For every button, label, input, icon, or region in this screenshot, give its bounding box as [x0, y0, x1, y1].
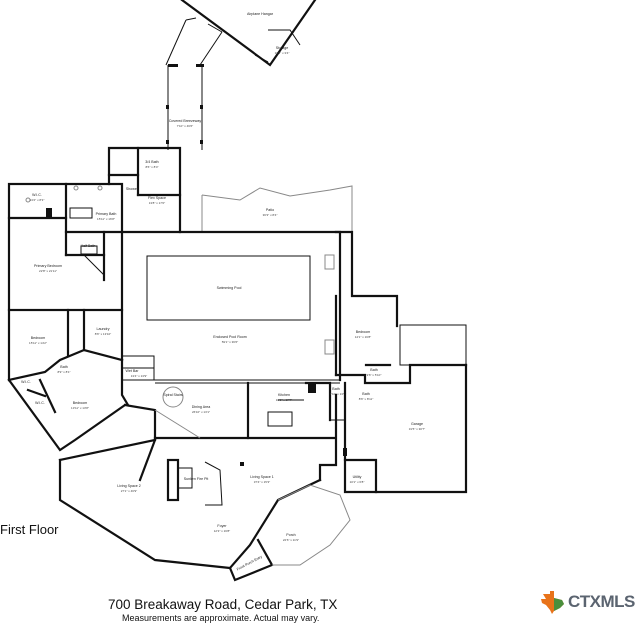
left-bedrooms-walls — [7, 308, 155, 452]
shower-label: Shower — [126, 187, 139, 191]
utility-label: Utility — [353, 475, 362, 479]
bedroom-left-dim: 15'11" x 14'2" — [29, 341, 47, 345]
bedroom-left2-dim: 13'11" x 13'8" — [71, 406, 89, 410]
laundry-dim: 8'6" x 13'10" — [95, 332, 111, 336]
address: 700 Breakaway Road, Cedar Park, TX — [108, 597, 338, 612]
bath-right2-dim: 8'6" x 8'11" — [359, 397, 374, 401]
swimming-pool-label: Swimming Pool — [217, 286, 242, 290]
flex-space-dim: 13'8" x 17'0" — [149, 201, 165, 205]
bath-right2-label: Bath — [362, 392, 369, 396]
storage-label: Storage — [276, 46, 289, 50]
wic-top-label: W.I.C. — [32, 193, 42, 197]
disclaimer: Measurements are approximate. Actual may… — [122, 613, 320, 623]
covered-breezeway-outline — [165, 17, 223, 150]
texas-map-icon — [541, 591, 564, 614]
patio-outline — [201, 185, 353, 232]
covered-breezeway-dim: 7'10" x 46'6" — [177, 124, 193, 128]
bath-small-label: 3/4 Bath — [145, 160, 158, 164]
spiral-stairs-label: Spiral Stairs — [163, 393, 183, 397]
bath-small-dim: 8'6" x 8'4" — [145, 165, 158, 169]
airplane-hangar-outline — [180, 0, 317, 67]
enclosed-pool-room-dim: 59'1" x 36'6" — [222, 340, 238, 344]
kitchen-label: Kitchen — [278, 393, 290, 397]
garage-dim: 31'5" x 30'7" — [409, 427, 425, 431]
living-space-2-dim: 27'1" x 46'9" — [121, 489, 137, 493]
living-space-1-dim: 37'4" x 15'3" — [254, 480, 270, 484]
floor-plan: Airplane Hangar Storage 10'3" x 3'4" Cov… — [7, 0, 468, 582]
right-wing-walls — [318, 230, 468, 494]
bath-left-label: Bath — [60, 365, 67, 369]
sunken-fire-pit-label: Sunken Fire Pit — [184, 477, 209, 481]
wic-top-dim: 13'2" x 8'3" — [30, 198, 45, 202]
primary-bedroom-dim: 22'8" x 21'11" — [39, 269, 57, 273]
ctxmls-logo: CTXMLS — [540, 590, 635, 614]
center-living-walls — [58, 381, 340, 462]
half-bath-label: Half Bath — [81, 244, 96, 248]
enclosed-pool-room-label: Enclosed Pool Room — [213, 335, 247, 339]
bedroom-left-label: Bedroom — [31, 336, 46, 340]
foyer-label: Foyer — [217, 524, 227, 528]
primary-bath-label: Primary Bath — [96, 212, 117, 216]
storage-dim: 10'3" x 3'4" — [275, 51, 290, 55]
porch-dim: 22'6" x 11'9" — [283, 538, 299, 542]
garage-label: Garage — [411, 422, 423, 426]
laundry-label: Laundry — [97, 327, 110, 331]
porch-label: Porch — [286, 533, 295, 537]
bath-kitchen-label: Bath — [332, 387, 339, 391]
living-space-1-label: Living Space 1 — [250, 475, 274, 479]
bath-kitchen-dim: 7'10" x 13'9" — [330, 392, 346, 396]
wet-bar-dim: 13'4" x 13'9" — [131, 374, 147, 378]
utility-dim: 10'1" x 6'8" — [350, 480, 365, 484]
living-space-2-label: Living Space 2 — [117, 484, 141, 488]
dining-area-label: Dining Area — [192, 405, 211, 409]
patio-label: Patio — [266, 208, 274, 212]
bath-right-dim: 9'6" x 5'10" — [367, 373, 382, 377]
foyer-dim: 12'3" x 16'8" — [214, 529, 230, 533]
airplane-hangar-label: Airplane Hangar — [247, 12, 274, 16]
kitchen-dim: 16'0" x 17'7" — [276, 398, 292, 402]
patio-dim: 36'3" x 8'4" — [263, 213, 278, 217]
floor-label: First Floor — [0, 522, 59, 537]
front-living-walls — [58, 438, 351, 582]
primary-suite-walls — [7, 146, 182, 312]
wic-left2-label: W.I.C. — [35, 401, 45, 405]
wic-left-label: W.I.C. — [21, 380, 31, 384]
dining-area-dim: 26'10" x 13'1" — [192, 410, 210, 414]
bedroom-right-label: Bedroom — [356, 330, 371, 334]
primary-bath-dim: 15'11" x 16'8" — [97, 217, 115, 221]
bath-right-label: Bath — [370, 368, 377, 372]
covered-breezeway-label: Covered Breezeway — [169, 119, 202, 123]
bedroom-right-dim: 14'1" x 16'8" — [355, 335, 371, 339]
bath-left-dim: 8'9" x 8'1" — [57, 370, 70, 374]
logo-text: CTXMLS — [568, 592, 635, 611]
enclosed-pool-room-walls — [120, 230, 342, 382]
flex-space-label: Flex Space — [148, 196, 166, 200]
bedroom-left2-label: Bedroom — [73, 401, 88, 405]
primary-bedroom-label: Primary Bedroom — [34, 264, 62, 268]
wet-bar-label: Wet Bar — [126, 369, 140, 373]
